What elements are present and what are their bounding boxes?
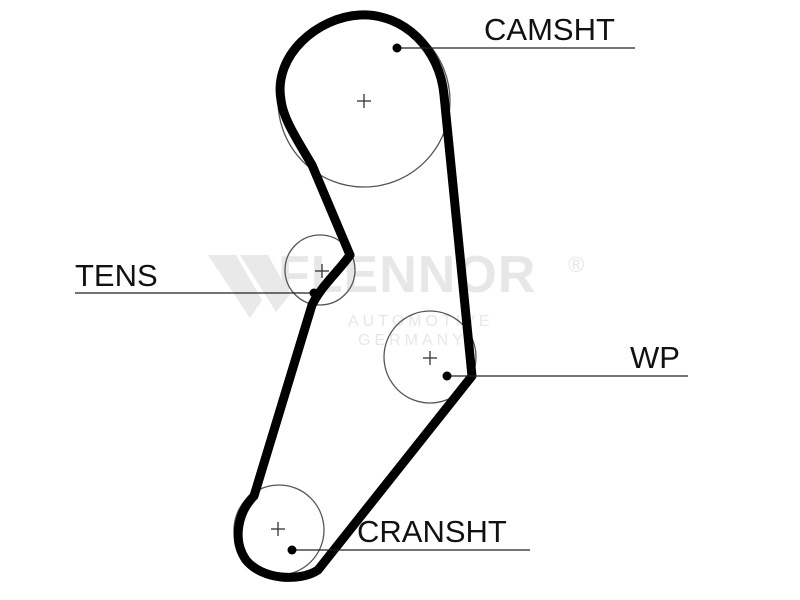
- water-pump-label: WP: [630, 340, 680, 375]
- crankshaft-label: CRANSHT: [357, 514, 507, 549]
- watermark-registered-mark: ®: [568, 252, 584, 277]
- tensioner-leader-dot: [309, 288, 319, 298]
- watermark-line-germany: GERMANY: [358, 332, 467, 349]
- tensioner-center-mark: [315, 264, 329, 278]
- camshaft-label: CAMSHT: [484, 12, 615, 47]
- crankshaft-center-mark: [271, 522, 285, 536]
- water-pump-leader-dot: [442, 371, 452, 381]
- watermark: FLENNOR ® AUTOMOTIVE GERMANY: [208, 246, 584, 349]
- crankshaft-leader-dot: [287, 545, 297, 555]
- watermark-logo-mark-2: [240, 255, 290, 312]
- timing-belt: [233, 10, 477, 582]
- water-pump-pulley: [383, 310, 477, 404]
- watermark-logo-mark: [208, 255, 262, 318]
- camshaft-leader-dot: [392, 43, 402, 53]
- tensioner-pulley: [284, 234, 356, 306]
- water-pump-center-mark: [423, 351, 437, 365]
- tensioner-label: TENS: [75, 258, 158, 293]
- camshaft-center-mark: [357, 94, 371, 108]
